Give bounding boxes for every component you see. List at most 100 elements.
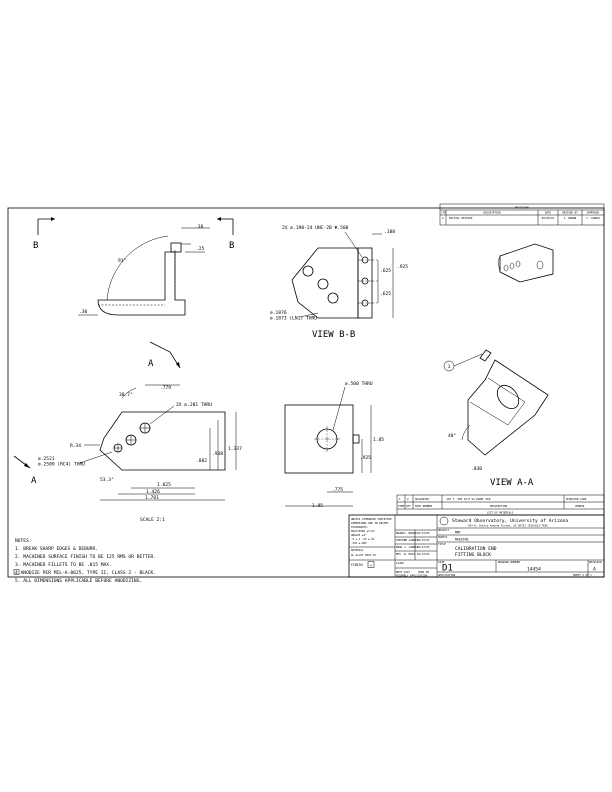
notes-title: NOTES: [15,538,32,544]
note-1: 1. BREAK SHARP EDGES & DEBURR. [15,546,98,552]
revisions-title: REVISIONS [515,206,529,210]
title-line-2: FITTING BLOCK [455,552,491,558]
next-assy-label: NEXT ASSY [396,570,410,574]
dim-1025: 1.025 [157,482,171,488]
dim-030: .30 [79,309,88,315]
rev-header-desc: DESCRIPTION [483,211,501,215]
appr-checked-name: J. LANDIS [404,538,418,542]
callout-500-thru: ⌀.500 THRU [345,381,373,387]
parts-row-vendor: McMASTER CARR [566,497,587,501]
note-4: 4 ANODIZE PER MIL-A-8625, TYPE II, CLASS… [15,570,156,576]
assembly-label: ASSEMBLY APPLICATION [396,574,428,578]
subsystem-value: MAESTRO [455,538,469,542]
scale-note: SCALE 2:1 [140,517,165,523]
tol-line-4: FRACTIONS ±1/32 [351,529,375,533]
dim-0938: .938 [212,451,223,457]
dim-185-vert: 1.85 [373,437,384,443]
appr-drawn-name: J. BROWN [404,531,417,535]
rev-header-approved: APPROVED [587,211,600,215]
front-view-outline [99,411,226,471]
dim-025: .25 [196,246,205,252]
view-aa-outline [467,359,549,456]
appr-engr-date: 02/13/03 [417,545,430,549]
parts-row-item: 1 [399,497,401,501]
material-label: MATERIAL [351,548,364,552]
section-letter-b-left: B [33,241,38,251]
finish-label: FINISH [351,563,363,567]
iso-detail [497,243,554,283]
parts-header-vendor: VENDOR [575,504,585,508]
used-on-label: USED ON [418,570,429,574]
dim-0775: .775 [332,487,343,493]
dim-0188: .188 [384,229,395,235]
callout-pin-hole: ⌀.2521⌀.2509 (RC4) THRU [38,456,85,468]
rev-header-date: DATE [545,211,552,215]
appr-engr-label: ENGR [396,545,403,549]
revision-value: A [593,567,596,573]
dim-angle-40: 40° [448,433,457,439]
dwg-number-label: DRAWING NUMBER [498,560,520,564]
notes: NOTES: 1. BREAK SHARP EDGES & DEBURR. 2.… [13,538,156,584]
parts-list: 1 2 SD1494505 .187 X .500 18-8 SS DOWEL … [396,494,605,516]
project-value: MMT [455,531,461,535]
parts-row-part: SD1494505 [415,497,429,501]
next-assy-value: 14450 [396,561,404,565]
rev-row-date: 02/06/03 [542,216,555,220]
appr-checked-label: CHECKED [396,538,407,542]
appr-mfg-name: W. ROSS [404,552,415,556]
parts-row-qty: 2 [407,497,409,501]
parts-header-item: ITEM [398,504,405,508]
parts-header-part: PART NUMBER [415,504,433,508]
note-5: 5. ALL DIMENSIONS APPLICABLE BEFORE ANOD… [15,578,142,584]
appr-drawn-date: 02/13/03 [417,531,430,535]
revision-label: REVISION [589,560,602,564]
tol-line-2: DIMENSIONS ARE IN INCHES [351,521,389,525]
view-bb: 2X ⌀.190-24 UNC-2B ▼.500 .188 .925 .625 … [270,225,408,340]
address: 933 N. Cherry Avenue Tucson, AZ 85721 (5… [468,524,548,528]
dim-0030: .030 [471,466,482,472]
parts-row-desc: .187 X .500 18-8 SS DOWEL PIN [445,497,491,501]
rev-row-desc: INITIAL RELEASE [449,216,473,220]
rev-row-approved: J. LANDIS [586,216,600,220]
view-bb-title: VIEW B-B [312,330,355,340]
sheet-border [7,207,605,578]
dim-r034: R.34 [70,443,81,449]
rev-header-revised: REVISED BY [562,211,578,215]
section-letter-a-front: A [31,476,37,486]
subsystem-label: SUBSYS [438,535,448,539]
title-block: UNLESS OTHERWISE SPECIFIED DIMENSIONS AR… [348,514,605,578]
tol-line-6: .X ±.1 .XX ±.01 [351,537,375,541]
view-bb-hole-1 [302,265,314,277]
rev-row-revised: J. BROWN [564,216,577,220]
rev-header-ltr: LTR [441,211,446,215]
ua-logo [439,516,449,526]
appr-checked-date: 02/13/03 [417,538,430,542]
callout-dowel: ⌀.1876⌀.1873 (LN1) THRU [270,310,317,322]
dim-0625-b: .625 [380,291,391,297]
appr-engr-name: J. LANDIS [404,545,418,549]
dim-0625-a: .625 [380,268,391,274]
parts-list-title: LIST OF MATERIALS [487,511,514,515]
dim-0779: .779 [160,385,171,391]
appr-drawn-label: DRAWN [396,531,404,535]
parts-header-qty: QTY [406,504,411,508]
dim-0925: .925 [397,264,408,270]
rev-row-ltr: A [442,216,444,220]
dim-185-horiz: 1.85 [312,503,323,509]
parts-header-desc: DESCRIPTION [490,504,508,508]
view-aa: 1 40° .030 VIEW A-A [443,349,549,488]
view-aa-pin [479,349,492,362]
top-view-outline [97,251,186,316]
material-value: AL ALLOY 6061-T6 [351,553,376,557]
appr-mfg-date: 02/13/03 [417,552,430,556]
organization: Steward Observatory, University of Arizo… [452,518,568,524]
section-letter-b-right: B [229,241,234,251]
tol-line-5: ANGLES ±1° [351,533,367,537]
side-view: ⌀.500 THRU 1.85 .925 .775 1.85 [284,381,384,509]
view-bb-hole-3 [327,292,339,304]
dim-angle-91: 91° [118,258,127,264]
view-aa-bore [496,384,520,410]
dim-1337: 1.337 [228,446,242,452]
front-view: .779 38.7° 2X ⌀.281 THRU R.34 .882 .938 … [13,384,242,523]
